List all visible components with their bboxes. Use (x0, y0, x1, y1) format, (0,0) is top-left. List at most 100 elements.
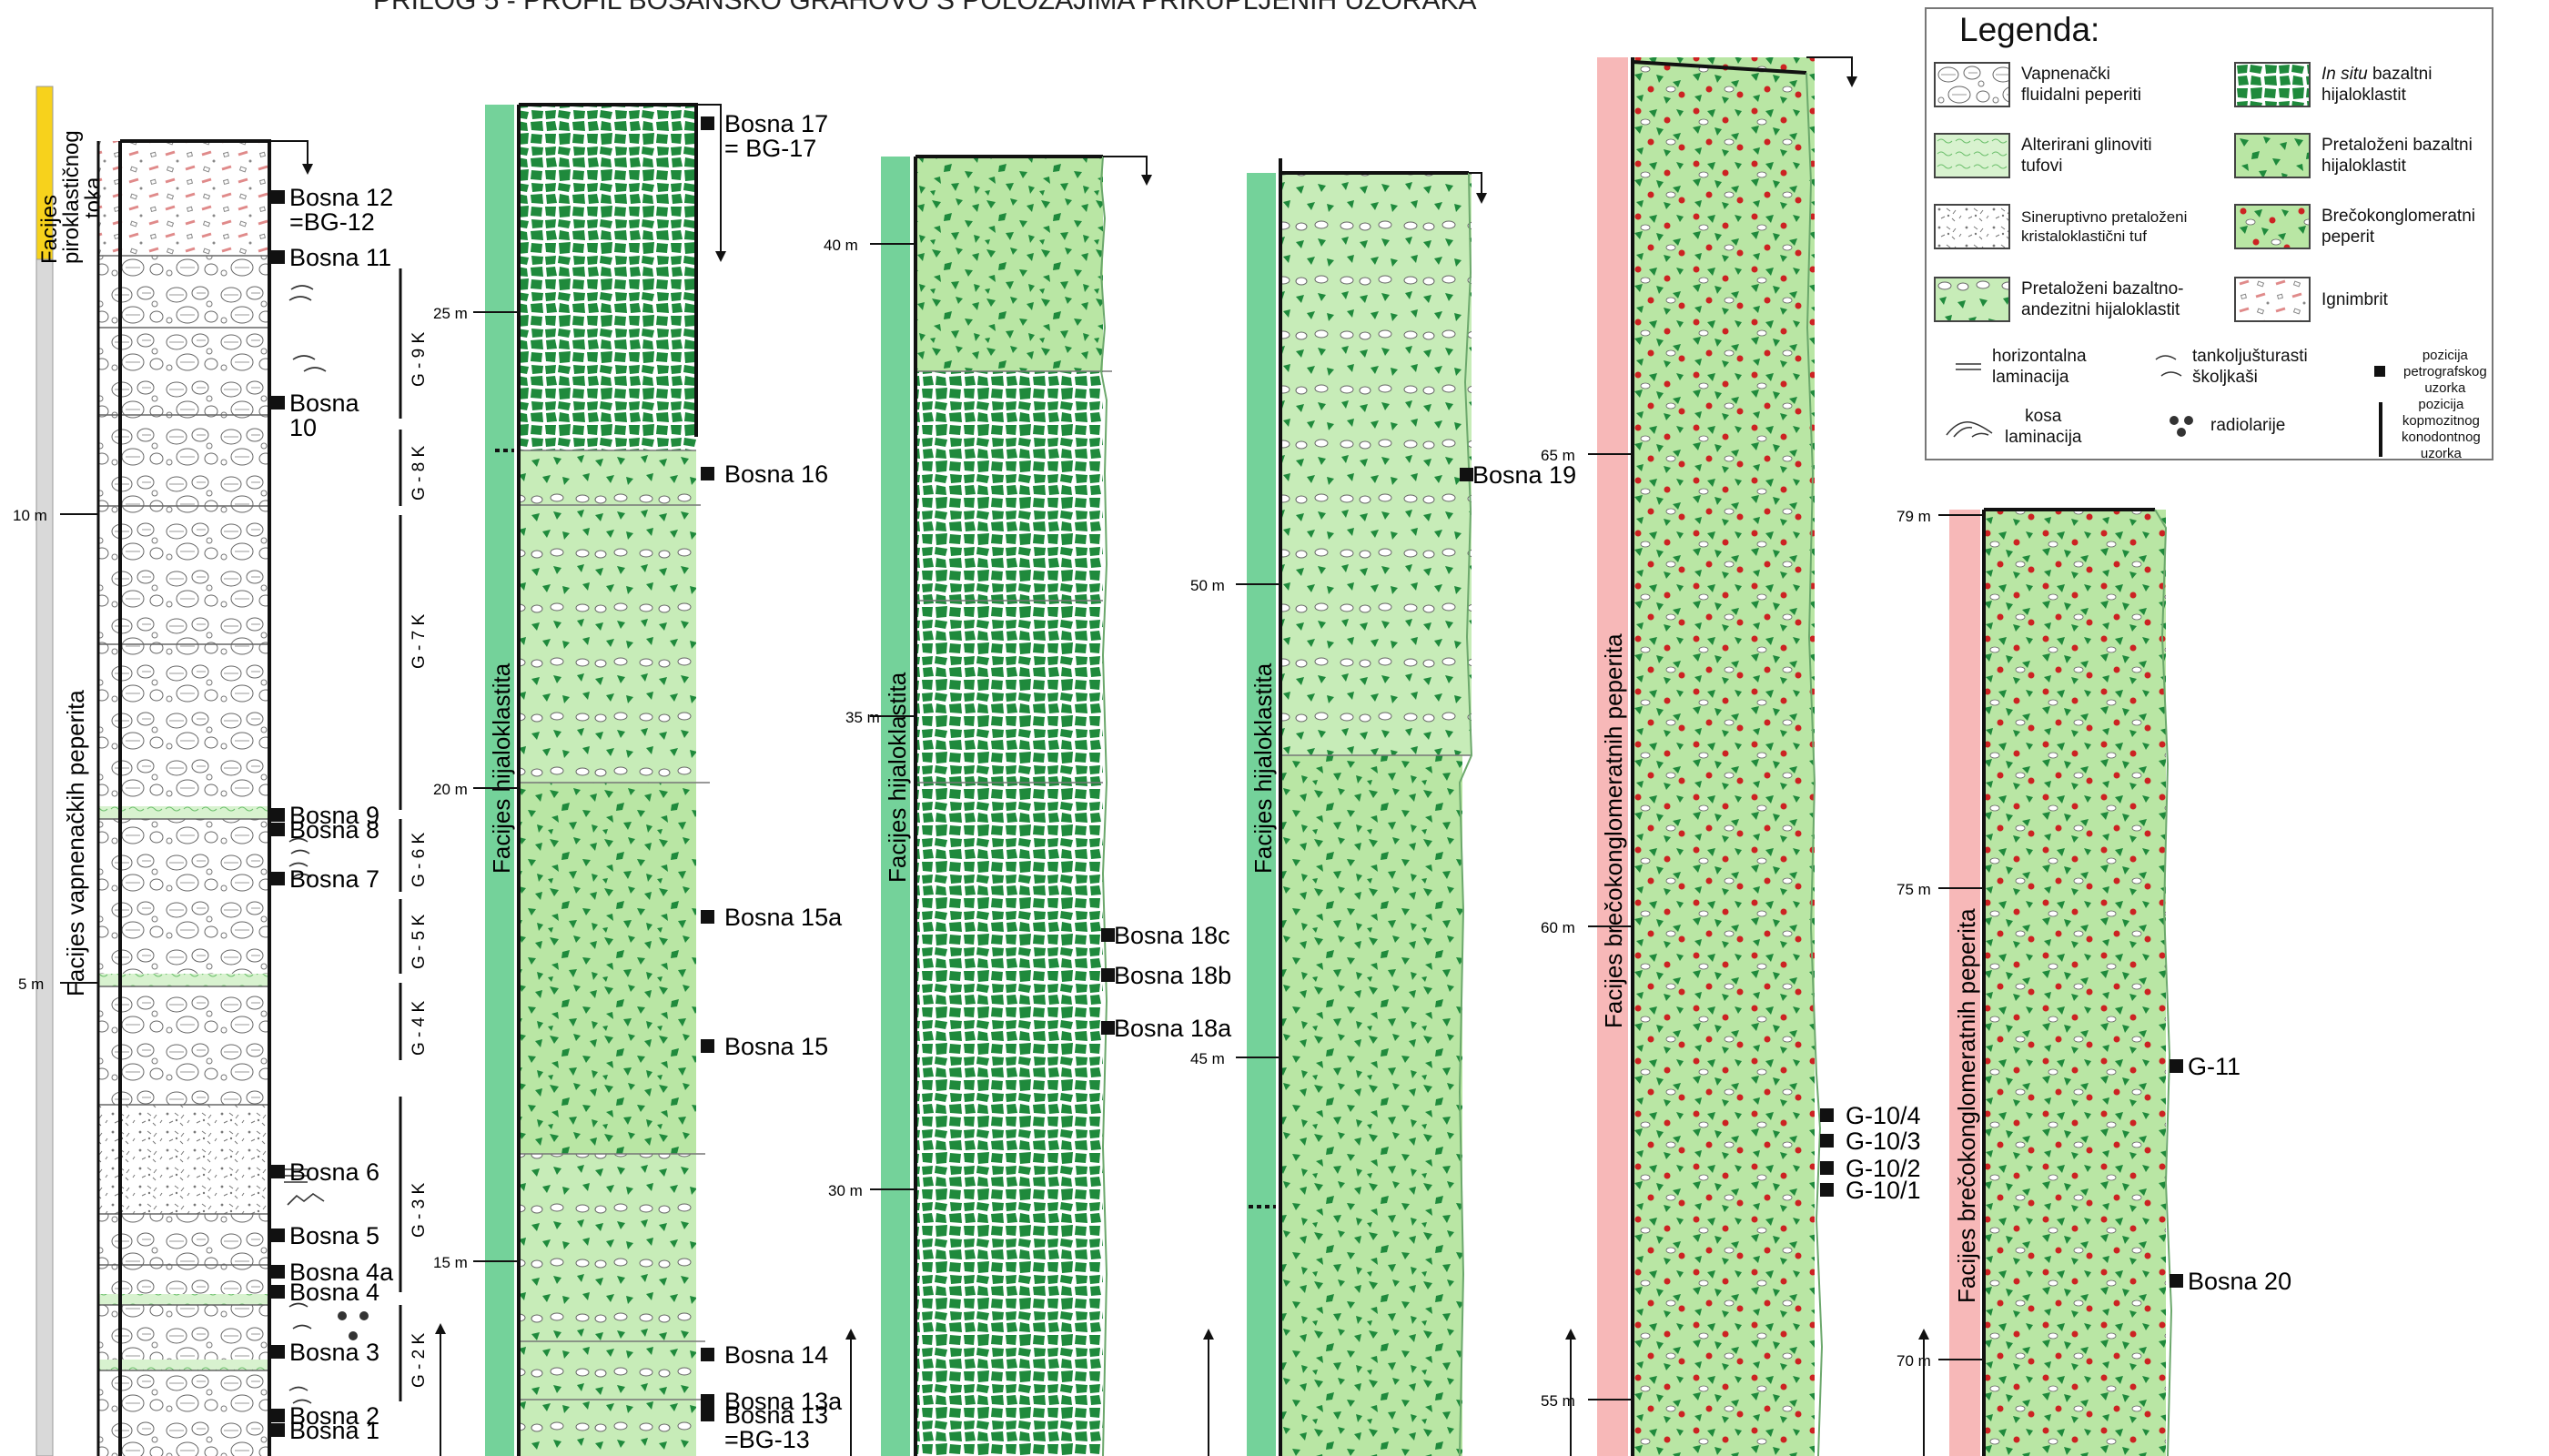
facies-bar-hyaloclastite (881, 157, 910, 1456)
top-arrow (1806, 56, 1853, 82)
layer-reworked-top (915, 157, 1103, 371)
layer-reworked (519, 783, 696, 1154)
scale-label: 30 m (828, 1182, 863, 1199)
sample-label: G-10/2 (1846, 1155, 1921, 1182)
facies-bar-pyroclastic (35, 86, 54, 260)
sample-marker-icon (271, 808, 285, 822)
scale-label: 65 m (1541, 447, 1575, 464)
sample-label: G-10/1 (1846, 1177, 1921, 1204)
legend-swatch-ignimbrite (2234, 277, 2311, 322)
arrow-head (1203, 1329, 1214, 1340)
sample-marker-icon (1820, 1108, 1834, 1122)
sample-markers: Bosna 19 (1460, 461, 1576, 489)
unit-label: G - 8 K (410, 445, 429, 500)
legend-swatch-clay-tuff (1934, 133, 2010, 178)
legend-symbol-label: kosa laminacija (2005, 407, 2082, 447)
sample-label: G-10/4 (1846, 1102, 1921, 1129)
legend-symbol-label: horizontalna laminacija (1992, 347, 2087, 387)
cross-lamination-icon (1946, 421, 1993, 438)
legend-title: Legenda: (1959, 11, 2100, 48)
sample-marker-icon (1460, 468, 1473, 481)
facies-bar-breccia (1597, 57, 1628, 1456)
layer-ignimbrite (98, 141, 269, 256)
layer-insitu (519, 105, 696, 450)
sample-marker-icon (1820, 1134, 1834, 1148)
legend-label: Pretaloženi bazaltni hijaloklastit (2321, 136, 2473, 176)
sample-marker-icon (271, 1423, 285, 1437)
sample-label: Bosna 6 (289, 1158, 379, 1186)
legend-symbol: horizontalna laminacija (1954, 346, 2087, 388)
facies-bar-calcareous (35, 258, 54, 1456)
layer-reworked (519, 505, 696, 783)
sample-label: Bosna 14 (724, 1341, 828, 1369)
sample-marker-icon (701, 1039, 714, 1053)
unit-label: G - 6 K (410, 832, 429, 887)
sample-marker-icon (1820, 1183, 1834, 1197)
sample-label: Bosna 12=BG-12 (289, 184, 393, 236)
layer-tuff-band (98, 806, 269, 819)
legend-swatch-insitu (2234, 62, 2311, 107)
sample-label: Bosna 5 (289, 1222, 379, 1249)
radiolaria-icon (2170, 416, 2193, 437)
sediment-symbols (284, 285, 327, 1404)
thin-shell-icon (2155, 355, 2182, 377)
scale-label-10m: 10 m (13, 507, 47, 524)
sample-marker-icon (701, 1394, 714, 1408)
sample-marker-icon (271, 190, 285, 204)
legend-symbol: pozicija petrografskog uzorka (2371, 348, 2487, 397)
scale-label: 50 m (1190, 577, 1225, 594)
facies-bar-breccia (1949, 510, 1980, 1456)
top-arrow (1469, 172, 1482, 198)
legend-swatch-breccia (2234, 204, 2311, 249)
arrow-head (1476, 193, 1487, 204)
layer-boundaries (915, 370, 1112, 784)
column-2: Facijes hijaloklastita 25 m 20 m 15 m Bo… (433, 103, 843, 1456)
column-outline (1631, 57, 1807, 1456)
legend-symbol: kosa laminacija (1945, 406, 2081, 448)
legend-item: Brečokonglomeratni peperit (2234, 204, 2475, 249)
sample-label: Bosna 11 (289, 244, 391, 271)
unit-label: G - 7 K (410, 613, 429, 669)
sample-label: Bosna 18a (1114, 1015, 1232, 1042)
layer-calcareous-base (98, 1214, 269, 1456)
legend-label: Ignimbrit (2321, 289, 2388, 309)
layer-reworked (1280, 755, 1462, 1456)
sample-marker-icon (701, 1408, 714, 1421)
facies-label-breccia: Facijes brečokonglomeratnih peperita (1600, 633, 1627, 1028)
sample-marker-icon (701, 910, 714, 924)
sample-marker-icon (271, 1228, 285, 1242)
sample-label: Bosna 8 (289, 816, 379, 844)
sample-label: Bosna 4a (289, 1259, 394, 1286)
sample-marker-icon (271, 1265, 285, 1279)
top-arrow (269, 140, 309, 169)
scale-label: 25 m (433, 305, 468, 322)
layer-breccia (1984, 510, 2166, 1456)
column-outline (1279, 158, 1469, 1456)
legend-label: Pretaloženi bazaltno- andezitni hijalokl… (2021, 279, 2184, 319)
layer-insitu (915, 371, 1103, 1456)
scale-label: 75 m (1897, 881, 1931, 898)
layer-calcareous-mid (98, 819, 269, 974)
page-title: PRILOG 5 - PROFIL BOSANSKO GRAHOVO S POL… (373, 0, 1477, 15)
horizontal-lamination-icon (1956, 363, 1981, 370)
radiolaria-icon (338, 1311, 369, 1340)
sample-marker-icon (701, 467, 714, 480)
unit-label: G - 2 K (410, 1332, 429, 1388)
layer-crystal-tuff (98, 1105, 269, 1214)
sample-marker-icon (2170, 1274, 2183, 1288)
legend-label-rest: bazaltni hijaloklastit (2321, 65, 2433, 105)
layer-andesitic (519, 1154, 696, 1341)
column-6: Facijes brečokonglomeratnih peperita 79 … (1897, 508, 2291, 1456)
sample-marker-icon (271, 250, 285, 264)
sample-label: Bosna 15a (724, 904, 843, 931)
scale-label: 79 m (1897, 508, 1931, 525)
scale-label: 55 m (1541, 1392, 1575, 1410)
scale-label: 40 m (824, 237, 858, 254)
column-edge (1806, 72, 1824, 1456)
legend-item: Vapnenački fluidalni peperiti (1934, 62, 2141, 107)
arrow-head (435, 1323, 446, 1334)
legend-symbol-label: tankoljušturasti školjkaši (2192, 347, 2308, 387)
